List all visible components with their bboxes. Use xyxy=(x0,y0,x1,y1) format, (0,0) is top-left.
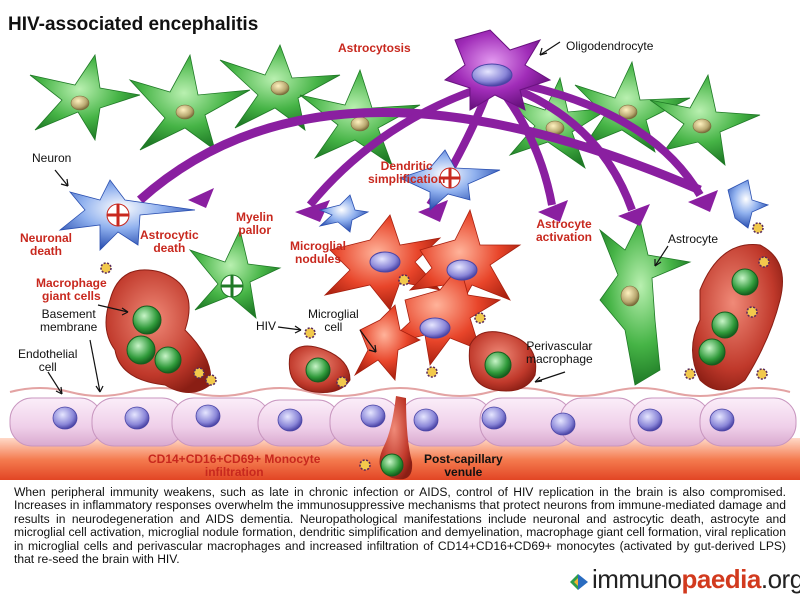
logo-part: .org xyxy=(760,564,800,594)
label-oligodendrocyte: Oligodendrocyte xyxy=(566,39,654,53)
label-line: membrane xyxy=(40,319,98,334)
endothelial-cells xyxy=(9,387,797,447)
label-astrocytic-death: Astrocytic death xyxy=(140,229,199,254)
macrophage-giant-cell-left xyxy=(105,269,212,393)
label-endothelial-cell: Endothelial cell xyxy=(18,348,77,373)
illustration xyxy=(0,29,800,480)
macrophages xyxy=(288,331,537,393)
label-post-capillary-venule: Post-capillary venule xyxy=(424,453,503,478)
label-line: death xyxy=(30,243,63,258)
microglial-nuclei xyxy=(369,251,478,339)
label-perivascular-macrophage: Perivascular macrophage xyxy=(526,340,593,365)
label-dendritic-simplification: Dendritic simplification xyxy=(368,160,445,185)
label-basement-membrane: Basement membrane xyxy=(40,308,97,333)
label-line: infiltration xyxy=(204,464,264,479)
label-line: Dendritic xyxy=(380,159,433,173)
label-line: Macrophage xyxy=(36,276,107,290)
label-astrocyte: Astrocyte xyxy=(668,232,719,246)
label-line: simplification xyxy=(368,171,446,186)
logo-wordmark: immunopaedia.org xyxy=(592,564,800,595)
label-hiv: HIV xyxy=(256,319,277,333)
immunopaedia-logo: immunopaedia.org xyxy=(566,564,800,598)
label-line: cell xyxy=(324,319,343,334)
logo-part-accent: paedia xyxy=(681,564,761,594)
label-line: activation xyxy=(536,229,593,244)
label-line: macrophage xyxy=(526,351,593,366)
label-line: Post-capillary xyxy=(424,452,503,466)
logo-part: immuno xyxy=(592,564,682,594)
pointer-arrows xyxy=(47,41,669,395)
macrophage-giant-cell-right xyxy=(692,244,783,391)
label-line: venule xyxy=(444,464,483,479)
label-microglial-nodules: Microglial nodules xyxy=(290,240,346,265)
label-line: Neuronal xyxy=(20,231,73,245)
diagram-title: HIV-associated encephalitis xyxy=(8,14,259,35)
label-monocyte-infiltration: CD14+CD16+CD69+ Monocyte infiltration xyxy=(148,453,320,478)
hiv-particles xyxy=(100,222,770,471)
label-line: death xyxy=(153,240,186,255)
label-line: Microglial xyxy=(308,307,359,321)
label-neuron: Neuron xyxy=(32,151,72,165)
label-astrocyte-activation: Astrocyte activation xyxy=(536,218,592,243)
label-myelin-pallor: Myelin pallor xyxy=(236,211,273,236)
label-line: Basement xyxy=(41,307,96,321)
infiltrating-monocyte xyxy=(379,396,413,480)
label-line: Endothelial xyxy=(18,347,78,361)
label-line: giant cells xyxy=(42,288,101,303)
astrocyte-nuclei xyxy=(70,80,712,307)
label-line: pallor xyxy=(238,222,271,237)
label-line: nodules xyxy=(295,251,342,266)
label-line: cell xyxy=(38,359,57,374)
label-macrophage-giant-cells: Macrophage giant cells xyxy=(36,277,107,302)
caption-text: When peripheral immunity weakens, such a… xyxy=(14,485,786,567)
label-line: Myelin xyxy=(236,210,274,224)
label-line: Astrocyte xyxy=(536,217,592,231)
label-microglial-cell: Microglial cell xyxy=(308,308,359,333)
label-astrocytosis: Astrocytosis xyxy=(338,41,411,55)
neuron-dying-nuclei xyxy=(106,167,461,227)
label-line: Microglial xyxy=(290,239,347,253)
logo-emblem-icon xyxy=(570,574,588,590)
astrocytic-death-nucleus xyxy=(220,274,244,298)
label-line: Astrocytic xyxy=(140,228,199,242)
label-line: CD14+CD16+CD69+ Monocyte xyxy=(148,452,321,466)
oligodendrocyte xyxy=(137,29,718,226)
label-line: Perivascular xyxy=(526,339,593,353)
label-neuronal-death: Neuronal death xyxy=(20,232,72,257)
